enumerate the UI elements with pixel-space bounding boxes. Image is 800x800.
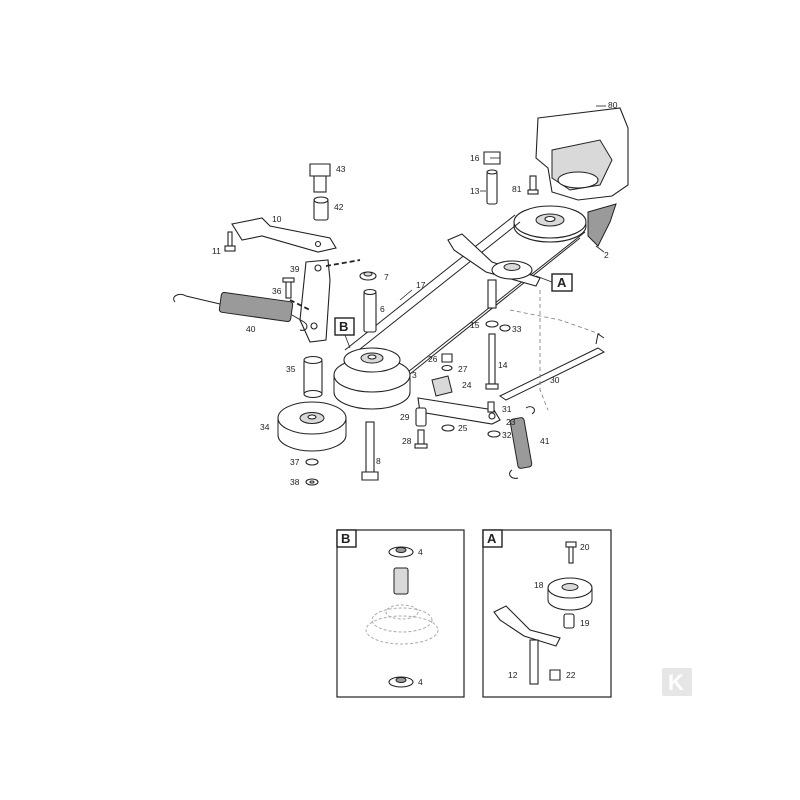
pulley-ghost-detail-b (365, 604, 439, 645)
deck-cover-part-80 (535, 107, 629, 201)
bracket-part-10 (231, 217, 337, 253)
nut-part-33 (499, 324, 511, 332)
label-15: 15 (470, 320, 480, 330)
bolt-part-81 (527, 175, 539, 195)
nut-part-26 (441, 353, 453, 363)
pulley-part-3 (333, 347, 411, 410)
nut-part-22 (549, 669, 561, 681)
label-18: 18 (534, 580, 544, 590)
label-28: 28 (402, 436, 412, 446)
bracket-part-24 (431, 375, 453, 397)
bolt-part-31 (487, 401, 495, 413)
spacer-part-19 (563, 613, 575, 629)
washer-part-27 (441, 364, 453, 372)
label-30: 30 (550, 375, 560, 385)
bushing-part-7 (359, 271, 377, 281)
label-42: 42 (334, 202, 344, 212)
label-35: 35 (286, 364, 296, 374)
label-6: 6 (380, 304, 385, 314)
label-14: 14 (498, 360, 508, 370)
callout-a[interactable]: A (535, 273, 573, 292)
label-24: 24 (462, 380, 472, 390)
pulley-part-34 (277, 401, 347, 452)
detail-b-title: B (341, 531, 350, 546)
label-29: 29 (400, 412, 410, 422)
spacer-part-6 (363, 288, 377, 333)
bolt-part-8 (361, 421, 379, 481)
nut-part-43 (309, 163, 331, 193)
washer-part-38 (305, 478, 319, 486)
brand-logo: K (662, 668, 692, 696)
washer-part-25 (441, 424, 455, 432)
label-26: 26 (428, 354, 438, 364)
idler-bracket (447, 233, 541, 309)
spacer-detail-b (393, 567, 409, 595)
washer-part-15 (485, 320, 499, 328)
label-4-top: 4 (418, 547, 423, 557)
label-2: 2 (604, 250, 609, 260)
label-41: 41 (540, 436, 550, 446)
washer-part-37 (305, 458, 319, 466)
label-16: 16 (470, 153, 480, 163)
brand-logo-text: K (668, 670, 684, 695)
label-22: 22 (566, 670, 576, 680)
label-33: 33 (512, 324, 522, 334)
label-34: 34 (260, 422, 270, 432)
label-81: 81 (512, 184, 522, 194)
bolt-part-28 (414, 429, 428, 449)
label-25: 25 (458, 423, 468, 433)
label-7: 7 (384, 272, 389, 282)
label-36: 36 (272, 286, 282, 296)
main-pulley (513, 205, 587, 243)
callout-b[interactable]: B (334, 317, 355, 349)
rod-part-30 (498, 333, 606, 401)
bolt-part-11 (224, 231, 236, 252)
bushing-part-42 (313, 196, 329, 221)
label-11: 11 (212, 246, 221, 256)
detail-frame-b: B 4 4 (336, 529, 465, 698)
label-27: 27 (458, 364, 468, 374)
label-80: 80 (608, 100, 618, 110)
label-37: 37 (290, 457, 300, 467)
belt-guide-part-2 (587, 203, 617, 247)
label-19: 19 (580, 618, 590, 628)
rod-part-13 (486, 169, 498, 205)
label-23: 23 (506, 417, 516, 427)
label-32: 32 (502, 430, 512, 440)
label-13: 13 (470, 186, 480, 196)
bolt-part-36 (282, 277, 295, 299)
bolt-part-14 (485, 333, 499, 390)
bearing-part-4-bottom (388, 676, 414, 688)
bracket-part-12 (493, 605, 561, 685)
nut-part-32 (487, 430, 501, 438)
label-8: 8 (376, 456, 381, 466)
spacer-part-29 (415, 407, 427, 427)
detail-a-title: A (487, 531, 497, 546)
spring-part-41 (509, 406, 535, 479)
spring-part-40 (173, 291, 308, 331)
label-12: 12 (508, 670, 518, 680)
bearing-part-4-top (388, 546, 414, 558)
bolt-part-20 (565, 541, 577, 564)
callout-a-label: A (557, 275, 567, 290)
label-43: 43 (336, 164, 346, 174)
label-38: 38 (290, 477, 300, 487)
pulley-part-18 (547, 577, 593, 611)
label-20: 20 (580, 542, 590, 552)
label-10: 10 (272, 214, 282, 224)
callout-b-label: B (339, 319, 348, 334)
label-40: 40 (246, 324, 256, 334)
label-39: 39 (290, 264, 300, 274)
spacer-part-35 (303, 355, 323, 399)
label-4-bottom: 4 (418, 677, 423, 687)
label-17: 17 (416, 280, 426, 290)
label-3: 3 (412, 370, 417, 380)
part-labels: 80 2 16 13 81 17 15 33 14 30 41 26 27 24… (212, 100, 618, 487)
label-31: 31 (502, 404, 512, 414)
detail-frame-a: A 20 18 19 12 22 (482, 529, 612, 698)
